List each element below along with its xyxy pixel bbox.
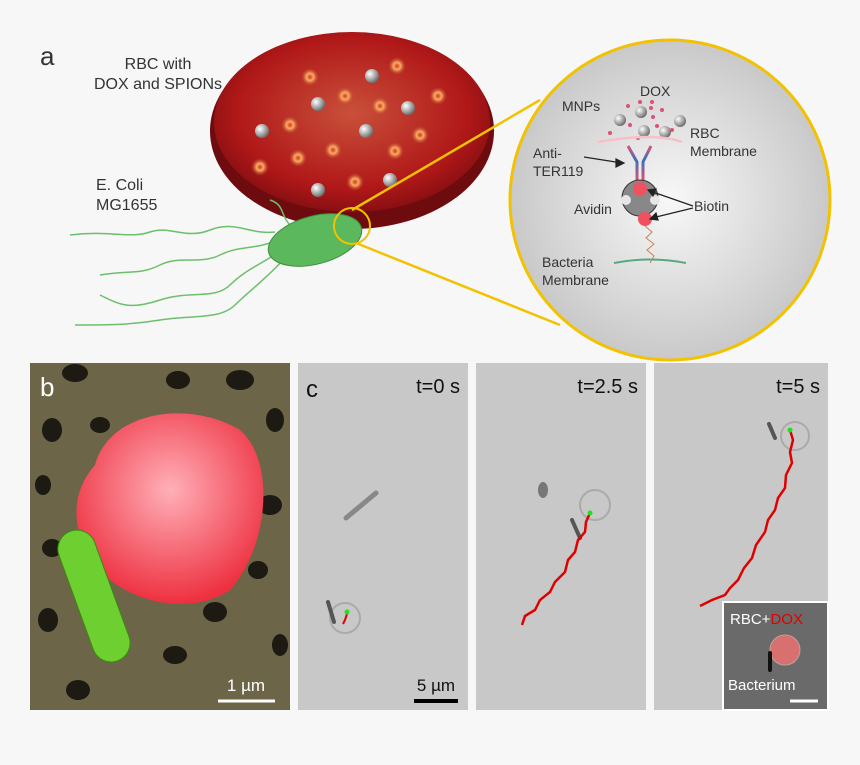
bacteria-membrane-line (613, 258, 687, 264)
label-bacteria-membrane-1: Bacteria (542, 254, 594, 270)
biotin-top (633, 182, 647, 196)
inset-label-rbc: RBC+ (730, 611, 771, 628)
panel-c-letter: c (306, 376, 318, 403)
scale-bar-b-label: 1 µm (227, 676, 265, 695)
panel-b: 1 µm b (30, 363, 290, 710)
label-rbc-membrane-2: Membrane (690, 143, 757, 159)
ecoli-body (267, 213, 363, 267)
ecoli-flagella (69, 199, 291, 326)
dox-particles (251, 57, 447, 191)
label-rbc-membrane-1: RBC (690, 125, 720, 141)
frame-0-time: t=0 s (416, 376, 460, 398)
sem-bacterium (57, 529, 131, 663)
inset-mnps-dox (608, 100, 686, 140)
rbc-label-line1: RBC with (125, 56, 192, 73)
frame-1-time: t=2.5 s (577, 376, 638, 398)
svg-text:RBC+DOX: RBC+DOX (730, 611, 803, 628)
inset-label-dox: DOX (770, 611, 803, 628)
linker (644, 225, 655, 264)
ecoli-label-line2: MG1655 (96, 197, 157, 214)
rbc-illustration (210, 32, 494, 229)
scale-bar-c-label: 5 µm (417, 676, 455, 695)
panel-b-letter: b (40, 372, 54, 402)
frame-1: t=2.5 s (476, 363, 646, 710)
zoom-highlight-circle (333, 207, 371, 245)
label-bacteria-membrane-2: Membrane (542, 272, 609, 288)
spion-particles (255, 69, 415, 197)
track-1 (520, 512, 592, 626)
label-mnps: MNPs (562, 98, 600, 114)
arrows (583, 156, 694, 221)
panel-a-letter: a (40, 41, 55, 71)
label-anti-1: Anti- (533, 145, 562, 161)
track-2 (699, 429, 795, 608)
panel-c: 5 µm c t=0 s t=2.5 s t=5 s R (298, 363, 829, 711)
frame-0: 5 µm c t=0 s (298, 363, 468, 710)
label-biotin: Biotin (694, 198, 729, 214)
fluorescence-inset: RBC+DOX Bacterium (722, 601, 829, 711)
biotin-bottom (638, 212, 652, 226)
panel-a: a RBC with DOX and SPIONs E. Coli MG1655… (40, 32, 832, 362)
antibody-icon (626, 145, 653, 180)
inset-labels: DOX MNPs RBC Membrane Anti- TER119 Avidi… (533, 83, 757, 288)
frame-2-time: t=5 s (776, 376, 820, 398)
frame-2: t=5 s RBC+DOX Bacterium (654, 363, 829, 711)
inset-label-bacterium: Bacterium (728, 677, 796, 694)
label-dox: DOX (640, 83, 671, 99)
sem-rbc (76, 413, 264, 604)
rbc-membrane-line (597, 135, 683, 144)
rbc-label-line2: DOX and SPIONs (94, 76, 222, 93)
label-avidin: Avidin (574, 201, 612, 217)
label-anti-2: TER119 (533, 163, 584, 179)
membrane-pores (35, 364, 288, 700)
mechanism-inset (508, 38, 832, 362)
track-0 (342, 613, 348, 625)
ecoli-label-line1: E. Coli (96, 177, 143, 194)
